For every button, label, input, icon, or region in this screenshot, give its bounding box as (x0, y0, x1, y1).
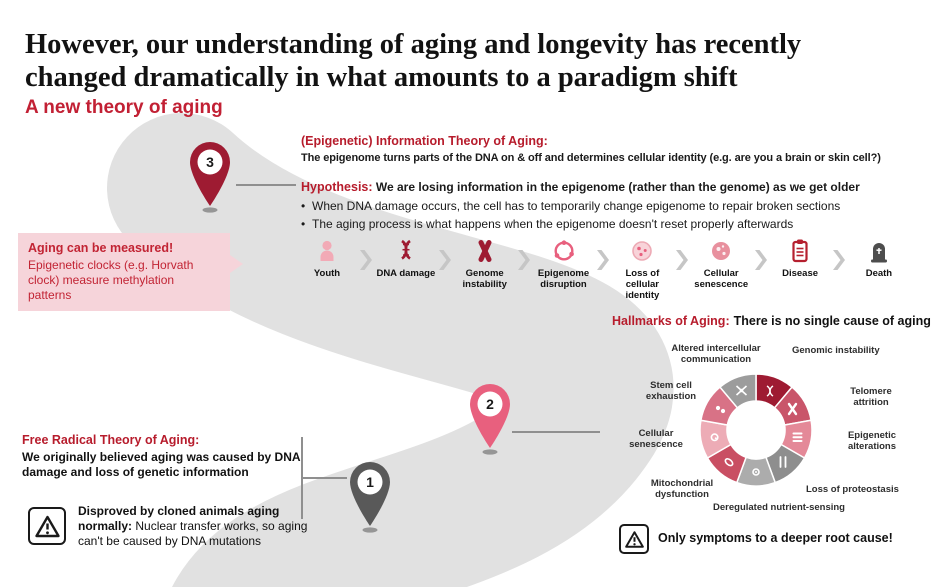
pin-shadow (362, 527, 378, 533)
pin-inner-circle (197, 149, 223, 175)
clipboard-icon (792, 239, 808, 263)
chevron-right-icon (518, 250, 531, 270)
cutlery-icon (779, 456, 787, 468)
dna-strand-icon (766, 385, 774, 397)
timeline-stage: DNA damage (375, 238, 437, 279)
chevron-right-icon (675, 250, 688, 270)
pin-shadow (482, 449, 498, 455)
hypothesis-line: Hypothesis: We are losing information in… (301, 179, 929, 195)
cell-identity-icon (632, 241, 653, 261)
timeline-stage: Cellular senescence (690, 238, 752, 290)
timeline-stage: Disease (769, 238, 831, 279)
chromosome-small-icon (787, 402, 798, 416)
epigenetic-theory-heading: (Epigenetic) Information Theory of Aging… (301, 134, 548, 148)
warning-icon-box (28, 507, 66, 545)
tombstone-icon (870, 243, 887, 263)
chromosome-icon (478, 240, 492, 262)
stage-label: Disease (782, 268, 819, 279)
page-title: However, our understanding of aging and … (25, 29, 802, 94)
hypothesis-text: We are losing information in the epigeno… (375, 180, 860, 195)
chevron-right-icon (833, 250, 846, 270)
timeline-stage: Genome instability (454, 238, 516, 290)
stage-label: Death (865, 268, 893, 279)
free-radical-section: Free Radical Theory of Aging: We origina… (22, 432, 307, 481)
stage-label: Loss of cellular identity (625, 268, 660, 302)
nutrient-icon (752, 468, 760, 476)
baby-icon (320, 240, 334, 261)
epigenetic-theory-section: (Epigenetic) Information Theory of Aging… (301, 133, 929, 233)
pin1-connector-line (301, 477, 347, 479)
timeline-stage: Death (848, 238, 910, 279)
warning-triangle-icon (624, 530, 644, 548)
hallmarks-heading-red: Hallmarks of Aging: (612, 314, 730, 328)
chevron-right-icon (754, 250, 767, 270)
hallmark-label-loss-of-proteostasis: Loss of proteostasis (806, 484, 899, 495)
road-path (107, 113, 674, 587)
hypothesis-bullet-2: The aging process is what happens when t… (301, 217, 929, 233)
disproved-note-bold: Disproved by cloned animals aging normal… (78, 504, 280, 533)
disproved-note-rest: Nuclear transfer works, so aging can't b… (78, 518, 308, 548)
map-pin-2: 2 (470, 384, 510, 455)
warning-icon-box (619, 524, 649, 554)
callout-body: Epigenetic clocks (e.g. Horvath clock) m… (28, 258, 194, 302)
pin2-connector-line (512, 431, 600, 433)
pin-inner-circle (477, 391, 503, 417)
senescent-cell-icon (712, 242, 731, 260)
hallmarks-heading-sub: There is no single cause of aging (733, 314, 931, 328)
segment-altered-intercellular-communication (718, 373, 757, 409)
hallmark-label-telomere-attrition: Telomere attrition (850, 386, 892, 409)
hypothesis-label: Hypothesis: (301, 180, 373, 195)
aging-timeline: Youth DNA damage Genome instability (296, 238, 910, 302)
hallmark-label-epigenetic-alterations: Epigenetic alterations (847, 430, 897, 453)
bacteria-icon (724, 458, 734, 467)
free-radical-body: We originally believed aging was caused … (22, 450, 301, 480)
epigenetic-theory-description: The epigenome turns parts of the DNA on … (301, 152, 881, 164)
stage-label: Genome instability (462, 268, 507, 291)
disproved-note: Disproved by cloned animals aging normal… (78, 504, 310, 549)
cell-small-icon (710, 433, 719, 442)
timeline-stage: Youth (296, 238, 358, 279)
callout-heading: Aging can be measured! (28, 241, 174, 255)
stage-label: Cellular senescence (694, 268, 749, 291)
pin-number: 3 (206, 154, 214, 170)
hypothesis-bullet-1: When DNA damage occurs, the cell has to … (301, 199, 929, 215)
pin-number: 2 (486, 396, 494, 412)
callout-tail (230, 255, 243, 273)
hallmark-label-genomic-instability: Genomic instability (792, 345, 880, 356)
stage-label: Epigenome disruption (537, 268, 590, 291)
chevron-right-icon (596, 250, 609, 270)
map-pin-3: 3 (190, 142, 230, 213)
chevron-right-icon (439, 250, 452, 270)
timeline-stage: Epigenome disruption (533, 238, 595, 290)
hallmark-label-deregulated-nutrient-sensing: Deregulated nutrient-sensing (713, 502, 845, 513)
hallmark-label-mitochondrial-dysfunction: Mitochondrial dysfunction (650, 478, 714, 501)
hallmark-label-stem-cell-exhaustion: Stem cell exhaustion (645, 380, 697, 403)
stage-label: Youth (313, 268, 341, 279)
pin-inner-circle (357, 469, 383, 495)
page-subtitle: A new theory of aging (25, 97, 223, 118)
stage-label: DNA damage (376, 268, 436, 279)
dna-icon (400, 239, 411, 260)
pin-number: 1 (366, 474, 374, 490)
pin3-connector-line (236, 184, 296, 186)
timeline-stage: Loss of cellular identity (611, 238, 673, 302)
drone-icon (735, 385, 748, 396)
stem-cells-icon (715, 405, 726, 414)
map-pin-1: 1 (350, 462, 390, 533)
aging-measured-callout: Aging can be measured! Epigenetic clocks… (18, 233, 243, 312)
hallmark-label-altered-intercellular-communication: Altered intercellular communication (671, 343, 761, 366)
hallmarks-donut-chart (699, 373, 813, 487)
warning-triangle-icon (34, 515, 60, 537)
free-radical-heading: Free Radical Theory of Aging: (22, 433, 200, 447)
epigenome-icon (554, 240, 574, 261)
hallmark-label-cellular-senescence: Cellular senescence (629, 428, 683, 451)
chevron-right-icon (360, 250, 373, 270)
pin-shadow (202, 207, 218, 213)
hallmarks-heading: Hallmarks of Aging:There is no single ca… (612, 314, 931, 328)
root-cause-note: Only symptoms to a deeper root cause! (658, 531, 893, 545)
burger-icon (792, 432, 803, 442)
